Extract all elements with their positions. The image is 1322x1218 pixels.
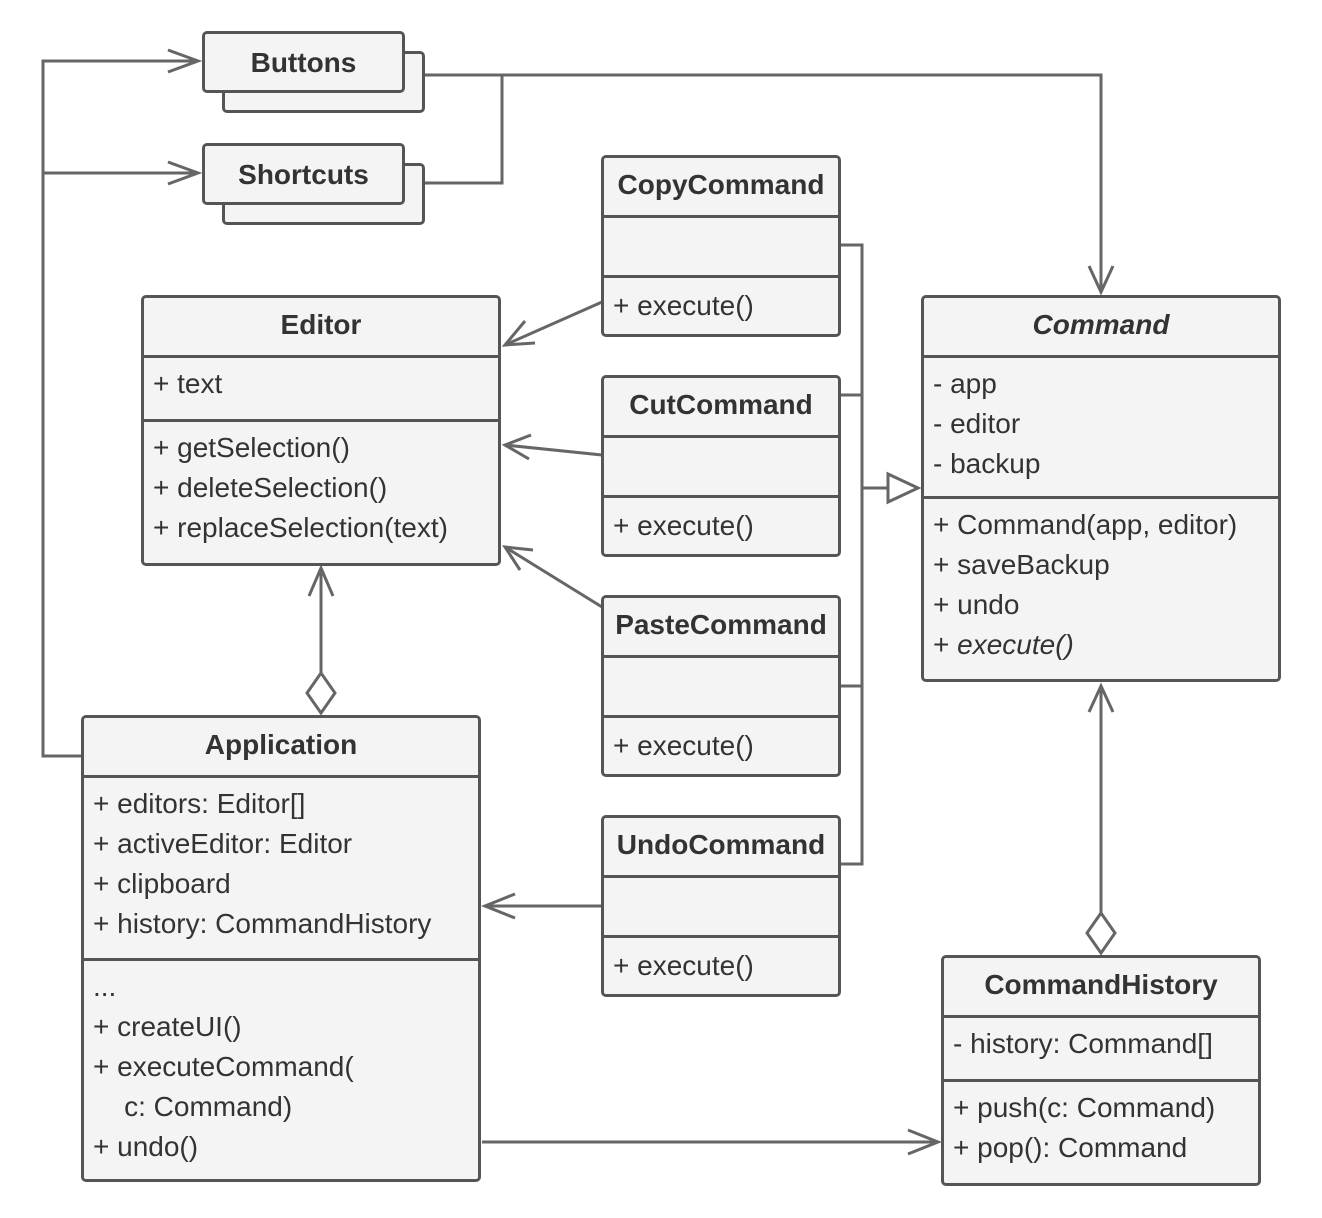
editor-class: Editor + text + getSelection() + deleteS… <box>141 295 501 566</box>
buttons-arrowhead <box>167 48 203 74</box>
editor-methods: + getSelection() + deleteSelection() + r… <box>144 422 498 556</box>
application-method: + executeCommand( <box>93 1051 354 1082</box>
shortcuts-label: Shortcuts <box>238 159 369 190</box>
paste-to-editor-arrowhead <box>502 545 534 571</box>
application-method: + createUI() <box>93 1011 242 1042</box>
application-to-invokers-line <box>41 59 198 758</box>
command-fields: - app - editor - backup <box>924 358 1278 499</box>
application-field: + history: CommandHistory <box>93 908 432 939</box>
cut-command-method: + execute() <box>613 510 754 541</box>
paste-command-methods: + execute() <box>604 718 838 774</box>
copy-command-class: CopyCommand + execute() <box>601 155 841 337</box>
buttons-label: Buttons <box>250 47 357 78</box>
application-method: c: Command) <box>93 1091 293 1122</box>
editor-field: + text <box>153 368 223 399</box>
command-abstract-method: + execute() <box>933 629 1074 660</box>
application-field: + editors: Editor[] <box>93 788 306 819</box>
cut-to-editor-line <box>504 443 603 457</box>
application-field: + clipboard <box>93 868 231 899</box>
cut-to-editor-arrowhead <box>501 433 532 461</box>
paste-command-fields <box>604 658 838 718</box>
inheritance-triangle <box>886 471 922 505</box>
command-field: - backup <box>933 448 1041 479</box>
application-class: Application + editors: Editor[] + active… <box>81 715 481 1182</box>
undo-command-method: + execute() <box>613 950 754 981</box>
command-history-methods: + push(c: Command) + pop(): Command <box>944 1082 1258 1176</box>
paste-command-class: PasteCommand + execute() <box>601 595 841 777</box>
cut-command-fields <box>604 438 838 498</box>
paste-command-name: PasteCommand <box>604 598 838 658</box>
shortcuts-box: Shortcuts <box>202 143 405 205</box>
command-history-class: CommandHistory - history: Command[] + pu… <box>941 955 1261 1186</box>
command-history-method: + pop(): Command <box>953 1132 1188 1163</box>
command-field: - app <box>933 368 997 399</box>
copy-command-methods: + execute() <box>604 278 838 334</box>
application-method: ... <box>93 971 117 1002</box>
application-class-name: Application <box>84 718 478 778</box>
cut-command-methods: + execute() <box>604 498 838 554</box>
command-method: + undo <box>933 589 1020 620</box>
editor-fields: + text <box>144 358 498 422</box>
application-aggregation-diamond <box>305 670 337 716</box>
buttons-to-command-line <box>424 73 1103 292</box>
editor-class-name: Editor <box>144 298 498 358</box>
command-abstract-method-name: execute() <box>957 629 1074 660</box>
editor-up-arrowhead <box>307 564 335 597</box>
application-fields: + editors: Editor[] + activeEditor: Edit… <box>84 778 478 961</box>
command-class-name: Command <box>924 298 1278 358</box>
history-aggregation-diamond <box>1085 910 1117 956</box>
copy-to-editor-line <box>504 300 603 347</box>
command-method: + saveBackup <box>933 549 1110 580</box>
undo-to-application-arrowhead <box>480 892 516 920</box>
editor-method: + replaceSelection(text) <box>153 512 448 543</box>
command-field: - editor <box>933 408 1021 439</box>
command-association-arrowhead <box>1087 265 1115 296</box>
undo-command-methods: + execute() <box>604 938 838 994</box>
paste-command-method: + execute() <box>613 730 754 761</box>
application-method: + undo() <box>93 1131 199 1162</box>
editor-method: + getSelection() <box>153 432 350 463</box>
copy-command-fields <box>604 218 838 278</box>
copy-command-name: CopyCommand <box>604 158 838 218</box>
shortcuts-arrowhead <box>167 160 203 186</box>
application-field: + activeEditor: Editor <box>93 828 353 859</box>
command-history-method: + push(c: Command) <box>953 1092 1216 1123</box>
undo-command-fields <box>604 878 838 938</box>
undo-command-class: UndoCommand + execute() <box>601 815 841 997</box>
command-method: + Command(app, editor) <box>933 509 1238 540</box>
copy-to-editor-arrowhead <box>501 320 536 347</box>
inheritance-bus-line <box>840 243 888 866</box>
command-methods: + Command(app, editor) + saveBackup + un… <box>924 499 1278 673</box>
copy-command-method: + execute() <box>613 290 754 321</box>
shortcuts-to-buttons-line <box>424 75 504 185</box>
cut-command-class: CutCommand + execute() <box>601 375 841 557</box>
command-class: Command - app - editor - backup + Comman… <box>921 295 1281 682</box>
editor-method: + deleteSelection() <box>153 472 388 503</box>
command-history-field: - history: Command[] <box>953 1028 1213 1059</box>
undo-command-name: UndoCommand <box>604 818 838 878</box>
history-arrowhead <box>907 1128 943 1156</box>
cut-command-name: CutCommand <box>604 378 838 438</box>
command-history-class-name: CommandHistory <box>944 958 1258 1018</box>
paste-to-editor-line <box>504 545 603 609</box>
command-up-arrowhead <box>1087 682 1115 713</box>
command-history-fields: - history: Command[] <box>944 1018 1258 1082</box>
application-methods: ... + createUI() + executeCommand( c: Co… <box>84 961 478 1175</box>
buttons-box: Buttons <box>202 31 405 93</box>
